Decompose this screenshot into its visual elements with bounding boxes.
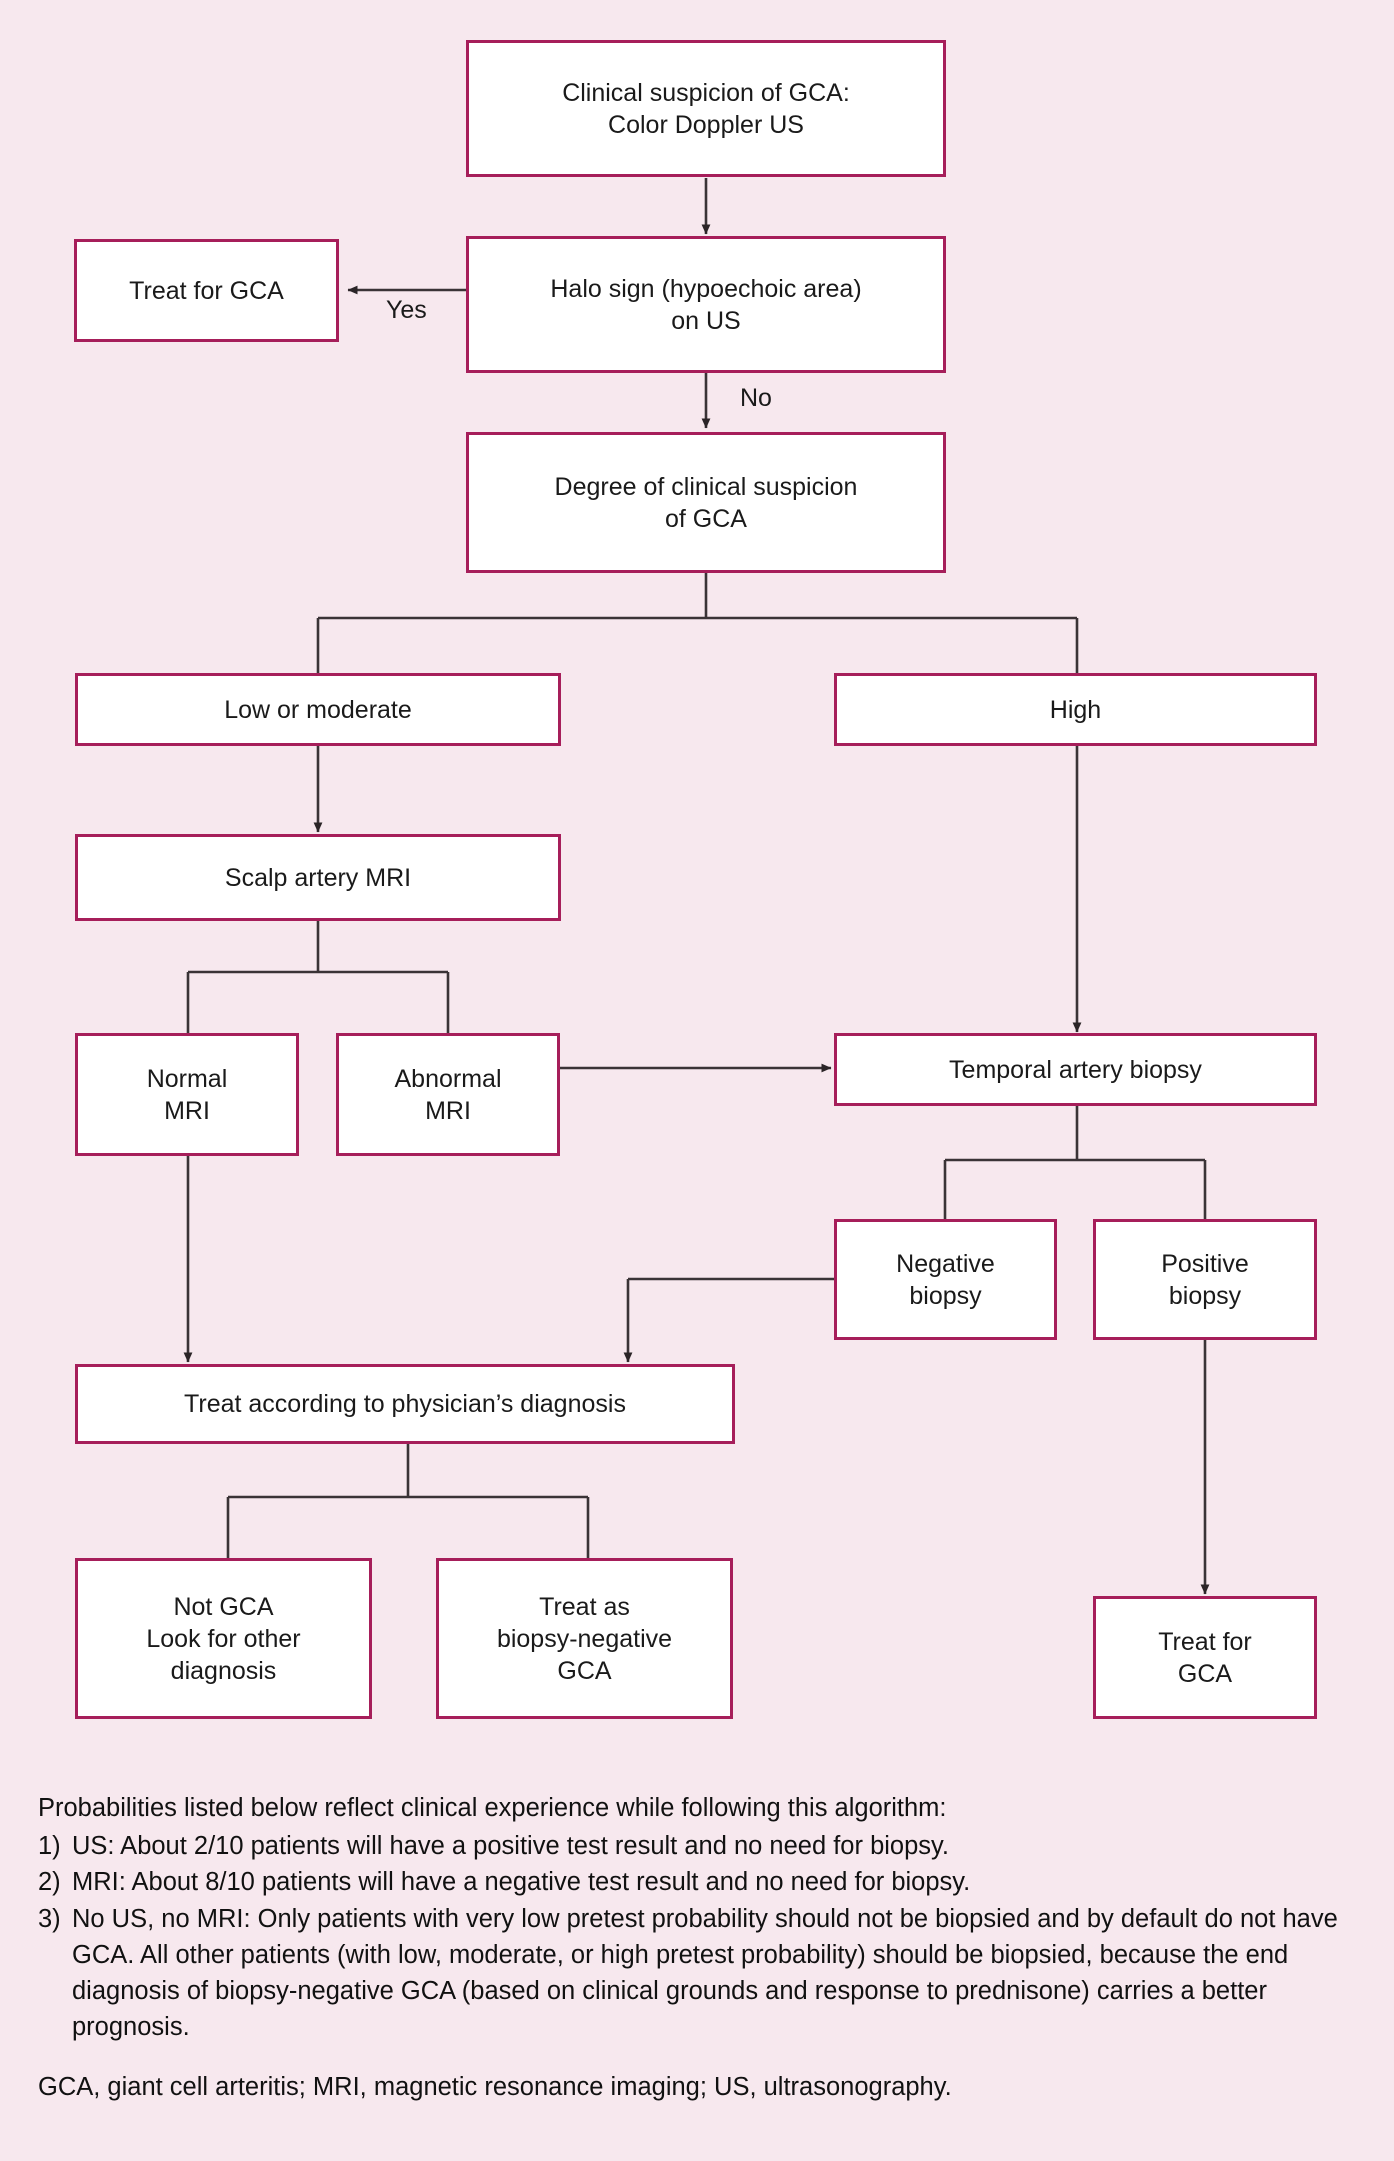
node-low-or-moderate[interactable]: Low or moderate: [75, 673, 561, 746]
node-temporal-artery-biopsy[interactable]: Temporal artery biopsy: [834, 1033, 1317, 1106]
edge-label-no: No: [740, 384, 772, 412]
node-negative-biopsy[interactable]: Negative biopsy: [834, 1219, 1057, 1340]
footnote-number: 1): [38, 1832, 61, 1861]
node-treat-for-gca-bottom[interactable]: Treat for GCA: [1093, 1596, 1317, 1719]
node-treat-per-physician-diagnosis[interactable]: Treat according to physician’s diagnosis: [75, 1364, 735, 1444]
node-abnormal-mri[interactable]: Abnormal MRI: [336, 1033, 560, 1156]
edge-label-yes: Yes: [386, 296, 427, 324]
node-clinical-suspicion[interactable]: Clinical suspicion of GCA: Color Doppler…: [466, 40, 946, 177]
footnotes-block: Probabilities listed below reflect clini…: [38, 1790, 1368, 2045]
abbreviations-line: GCA, giant cell arteritis; MRI, magnetic…: [38, 2073, 952, 2101]
node-degree-of-suspicion[interactable]: Degree of clinical suspicion of GCA: [466, 432, 946, 573]
node-treat-for-gca-top[interactable]: Treat for GCA: [74, 239, 339, 342]
node-halo-sign[interactable]: Halo sign (hypoechoic area) on US: [466, 236, 946, 373]
node-not-gca[interactable]: Not GCA Look for other diagnosis: [75, 1558, 372, 1719]
node-scalp-artery-mri[interactable]: Scalp artery MRI: [75, 834, 561, 921]
node-normal-mri[interactable]: Normal MRI: [75, 1033, 299, 1156]
footnote-lead: Probabilities listed below reflect clini…: [38, 1794, 947, 1822]
footnote-item: 2) MRI: About 8/10 patients will have a …: [38, 1864, 1368, 1900]
node-treat-as-biopsy-negative-gca[interactable]: Treat as biopsy-negative GCA: [436, 1558, 733, 1719]
footnote-text: US: About 2/10 patients will have a posi…: [72, 1832, 949, 1861]
footnote-item: 1) US: About 2/10 patients will have a p…: [38, 1828, 1368, 1864]
footnote-text: No US, no MRI: Only patients with very l…: [72, 1904, 1338, 2042]
footnote-number: 3): [38, 1904, 61, 1933]
footnote-item: 3) No US, no MRI: Only patients with ver…: [38, 1901, 1368, 2046]
footnote-number: 2): [38, 1868, 61, 1897]
node-positive-biopsy[interactable]: Positive biopsy: [1093, 1219, 1317, 1340]
footnote-text: MRI: About 8/10 patients will have a neg…: [72, 1868, 971, 1897]
node-high[interactable]: High: [834, 673, 1317, 746]
